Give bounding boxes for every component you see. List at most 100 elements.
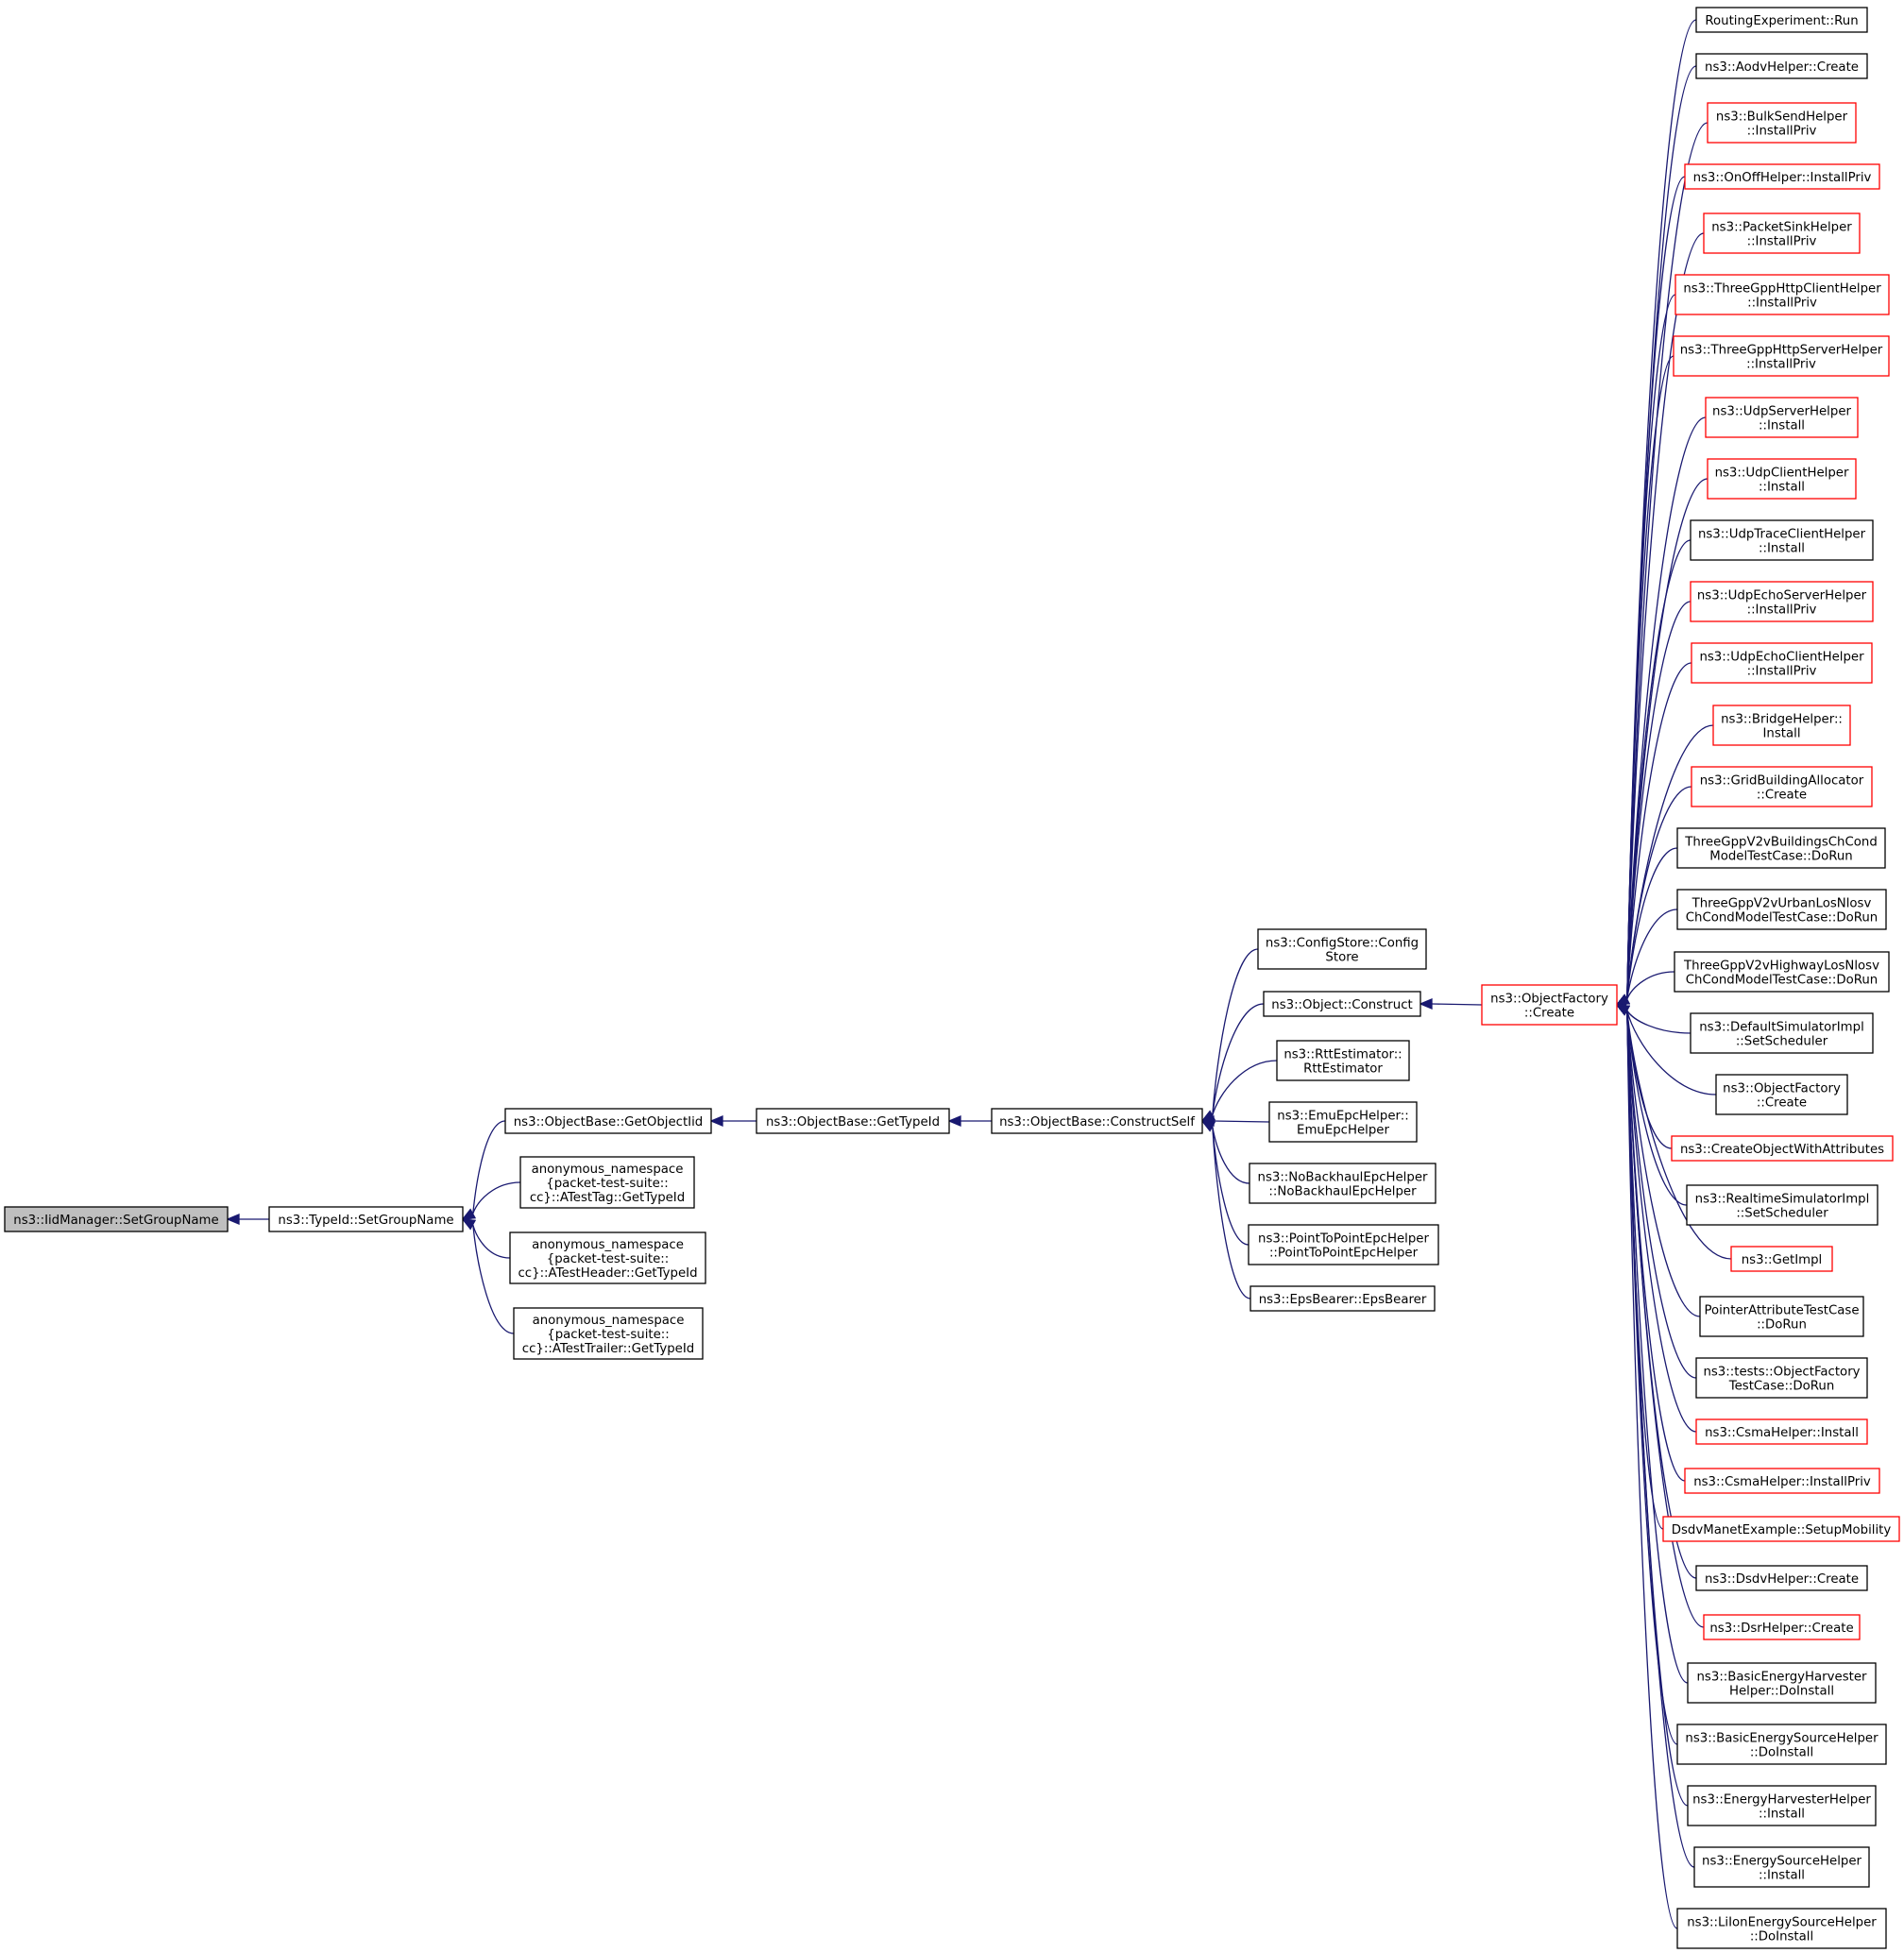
edge-line [1626,539,1692,1000]
node-box [1676,889,1887,930]
node-ns3-object-construct[interactable]: ns3::Object::Construct [1263,991,1421,1017]
node-threegppv2vhighwaylosnlosv-chcondmodeltestcase-dorun[interactable]: ThreeGppV2vHighwayLosNlosvChCondModelTes… [1674,951,1890,993]
node-ns3-onoffhelper-installpriv[interactable]: ns3::OnOffHelper::InstallPriv [1684,163,1880,190]
node-ns3-objectbase-getobjectiid[interactable]: ns3::ObjectBase::GetObjectIid [504,1108,712,1134]
node-box [1257,928,1427,970]
edge-rttestimator-to-objectbase_constructself [1200,1060,1278,1122]
node-box [1690,519,1874,561]
node-ns3-liionenergysourcehelper-doinstall[interactable]: ns3::LiIonEnergySourceHelper::DoInstall [1676,1908,1887,1949]
node-ns3-getimpl[interactable]: ns3::GetImpl [1730,1246,1833,1272]
node-ns3-udptraceclienthelper-install[interactable]: ns3::UdpTraceClientHelper::Install [1690,519,1874,561]
node-ns3-bulksendhelper-installpriv[interactable]: ns3::BulkSendHelper::InstallPriv [1707,102,1857,144]
edge-atesttag_gettypeid-to-typeid_setgroupname [461,1181,521,1220]
node-ns3-udpechoclienthelper-installpriv[interactable]: ns3::UdpEchoClientHelper::InstallPriv [1691,642,1873,684]
edge-line [472,1120,506,1214]
node-ns3-gridbuildingallocator-create[interactable]: ns3::GridBuildingAllocator::Create [1691,766,1873,807]
node-label-line: ::DoInstall [1750,1746,1813,1760]
node-ns3-createobjectwithattributes[interactable]: ns3::CreateObjectWithAttributes [1671,1135,1894,1162]
node-ns3-packetsinkhelper-installpriv[interactable]: ns3::PacketSinkHelper::InstallPriv [1703,212,1861,254]
edge-c17-to-objectfactory_create [1615,971,1675,1006]
node-box [1687,1662,1877,1704]
edge-line [1626,909,1678,1000]
node-ns3-iidmanager-setgroupname[interactable]: ns3::IidManager::SetGroupName [4,1206,229,1232]
node-label-line: ns3::ObjectBase::ConstructSelf [999,1115,1195,1129]
node-ns3-udpclienthelper-install[interactable]: ns3::UdpClientHelper::Install [1707,458,1857,500]
node-ns3-csmahelper-install[interactable]: ns3::CsmaHelper::Install [1695,1418,1868,1445]
node-box [1690,581,1874,622]
node-box [1674,274,1890,315]
node-ns3-objectbase-constructself[interactable]: ns3::ObjectBase::ConstructSelf [991,1108,1203,1134]
edge-c6-to-objectfactory_create [1615,294,1676,1006]
node-ns3-threegpphttpclienthelper-installpriv[interactable]: ns3::ThreeGppHttpClientHelper::InstallPr… [1674,274,1890,315]
node-pointerattributetestcase-dorun[interactable]: PointerAttributeTestCase::DoRun [1699,1296,1864,1337]
node-label-line: ns3::PointToPointEpcHelper [1258,1232,1429,1247]
node-box [1690,1012,1874,1054]
node-box [1268,1101,1418,1143]
node-ns3-aodvhelper-create[interactable]: ns3::AodvHelper::Create [1695,53,1868,79]
edge-line [1626,662,1692,1000]
arrowhead [1615,1004,1630,1016]
node-routingexperiment-run[interactable]: RoutingExperiment::Run [1695,7,1868,33]
node-label-line: anonymous_namespace [532,1238,684,1252]
node-label-line: RoutingExperiment::Run [1705,14,1858,28]
node-anonymous-namespace-packet-test-suite-cc-atestheader-gettypeid[interactable]: anonymous_namespace{packet-test-suite::c… [509,1231,706,1284]
node-ns3-dsdvhelper-create[interactable]: ns3::DsdvHelper::Create [1695,1565,1868,1591]
node-ns3-basicenergyharvester-helper-doinstall[interactable]: ns3::BasicEnergyHarvesterHelper::DoInsta… [1687,1662,1877,1704]
node-ns3-objectfactory-create[interactable]: ns3::ObjectFactory::Create [1715,1074,1848,1115]
node-ns3-udpserverhelper-install[interactable]: ns3::UdpServerHelper::Install [1705,397,1859,438]
node-ns3-configstore-config-store[interactable]: ns3::ConfigStore::ConfigStore [1257,928,1427,970]
node-ns3-basicenergysourcehelper-doinstall[interactable]: ns3::BasicEnergySourceHelper::DoInstall [1676,1724,1887,1765]
node-label-line: ::InstallPriv [1747,235,1817,249]
node-box [1703,1614,1861,1640]
node-ns3-dsrhelper-create[interactable]: ns3::DsrHelper::Create [1703,1614,1861,1640]
node-ns3-threegpphttpserverhelper-installpriv[interactable]: ns3::ThreeGppHttpServerHelper::InstallPr… [1673,335,1890,377]
node-box [1684,1468,1880,1494]
node-ns3-energyharvesterhelper-install[interactable]: ns3::EnergyHarvesterHelper::Install [1687,1785,1877,1826]
node-box [1695,1418,1868,1445]
node-label-line: ns3::DsdvHelper::Create [1705,1572,1859,1587]
node-ns3-defaultsimulatorimpl-setscheduler[interactable]: ns3::DefaultSimulatorImpl::SetScheduler [1690,1012,1874,1054]
edge-line [1212,1126,1250,1184]
node-ns3-energysourcehelper-install[interactable]: ns3::EnergySourceHelper::Install [1693,1846,1870,1888]
node-box [519,1156,695,1209]
node-ns3-realtimesimulatorimpl-setscheduler[interactable]: ns3::RealtimeSimulatorImpl::SetScheduler [1686,1184,1878,1226]
node-threegppv2vbuildingschcond-modeltestcase-dorun[interactable]: ThreeGppV2vBuildingsChCondModelTestCase:… [1676,827,1886,869]
edge-c20-to-objectfactory_create [1615,1004,1673,1149]
node-label-line: cc}::ATestTrailer::GetTypeId [522,1342,694,1356]
node-label-line: cc}::ATestHeader::GetTypeId [518,1266,697,1281]
node-threegppv2vurbanlosnlosv-chcondmodeltestcase-dorun[interactable]: ThreeGppV2vUrbanLosNlosvChCondModelTestC… [1676,889,1887,930]
node-anonymous-namespace-packet-test-suite-cc-atesttrailer-gettypeid[interactable]: anonymous_namespace{packet-test-suite::c… [513,1307,704,1360]
node-box [1676,1908,1887,1949]
node-label-line: RttEstimator [1303,1062,1383,1077]
node-dsdvmanetexample-setupmobility[interactable]: DsdvManetExample::SetupMobility [1662,1516,1900,1542]
node-ns3-objectfactory-create[interactable]: ns3::ObjectFactory::Create [1481,984,1618,1026]
node-label-line: ns3::ObjectBase::GetObjectIid [514,1115,703,1129]
node-box [1684,163,1880,190]
node-label-line: EmuEpcHelper [1297,1124,1389,1138]
node-box [1674,951,1890,993]
node-ns3-bridgehelper-install[interactable]: ns3::BridgeHelper::Install [1712,705,1851,746]
node-label-line: ns3::UdpEchoClientHelper [1699,651,1864,665]
node-label-line: anonymous_namespace [532,1163,684,1177]
node-label-line: ns3::ObjectBase::GetTypeId [766,1115,940,1129]
node-ns3-nobackhaulepchelper-nobackhaulepchelper[interactable]: ns3::NoBackhaulEpcHelper::NoBackhaulEpcH… [1249,1163,1436,1204]
node-label-line: ModelTestCase::DoRun [1709,850,1852,864]
node-ns3-csmahelper-installpriv[interactable]: ns3::CsmaHelper::InstallPriv [1684,1468,1880,1494]
node-ns3-emuepchelper-emuepchelper[interactable]: ns3::EmuEpcHelper::EmuEpcHelper [1268,1101,1418,1143]
node-ns3-pointtopointepchelper-pointtopointepchelper[interactable]: ns3::PointToPointEpcHelper::PointToPoint… [1248,1224,1439,1265]
node-ns3-objectbase-gettypeid[interactable]: ns3::ObjectBase::GetTypeId [756,1108,950,1134]
node-ns3-udpechoserverhelper-installpriv[interactable]: ns3::UdpEchoServerHelper::InstallPriv [1690,581,1874,622]
node-ns3-rttestimator-rttestimator[interactable]: ns3::RttEstimator::RttEstimator [1276,1040,1410,1081]
node-box [1703,212,1861,254]
edge-line [1626,232,1705,1000]
node-ns3-epsbearer-epsbearer[interactable]: ns3::EpsBearer::EpsBearer [1250,1285,1436,1312]
node-label-line: {packet-test-suite:: [546,1177,669,1191]
node-box [1686,1184,1878,1226]
node-anonymous-namespace-packet-test-suite-cc-atesttag-gettypeid[interactable]: anonymous_namespace{packet-test-suite::c… [519,1156,695,1209]
node-box [1699,1296,1864,1337]
edge-configstore-to-objectbase_constructself [1200,948,1259,1122]
edge-line [1626,1010,1695,1868]
node-ns3-typeid-setgroupname[interactable]: ns3::TypeId::SetGroupName [268,1206,464,1232]
node-box [1662,1516,1900,1542]
